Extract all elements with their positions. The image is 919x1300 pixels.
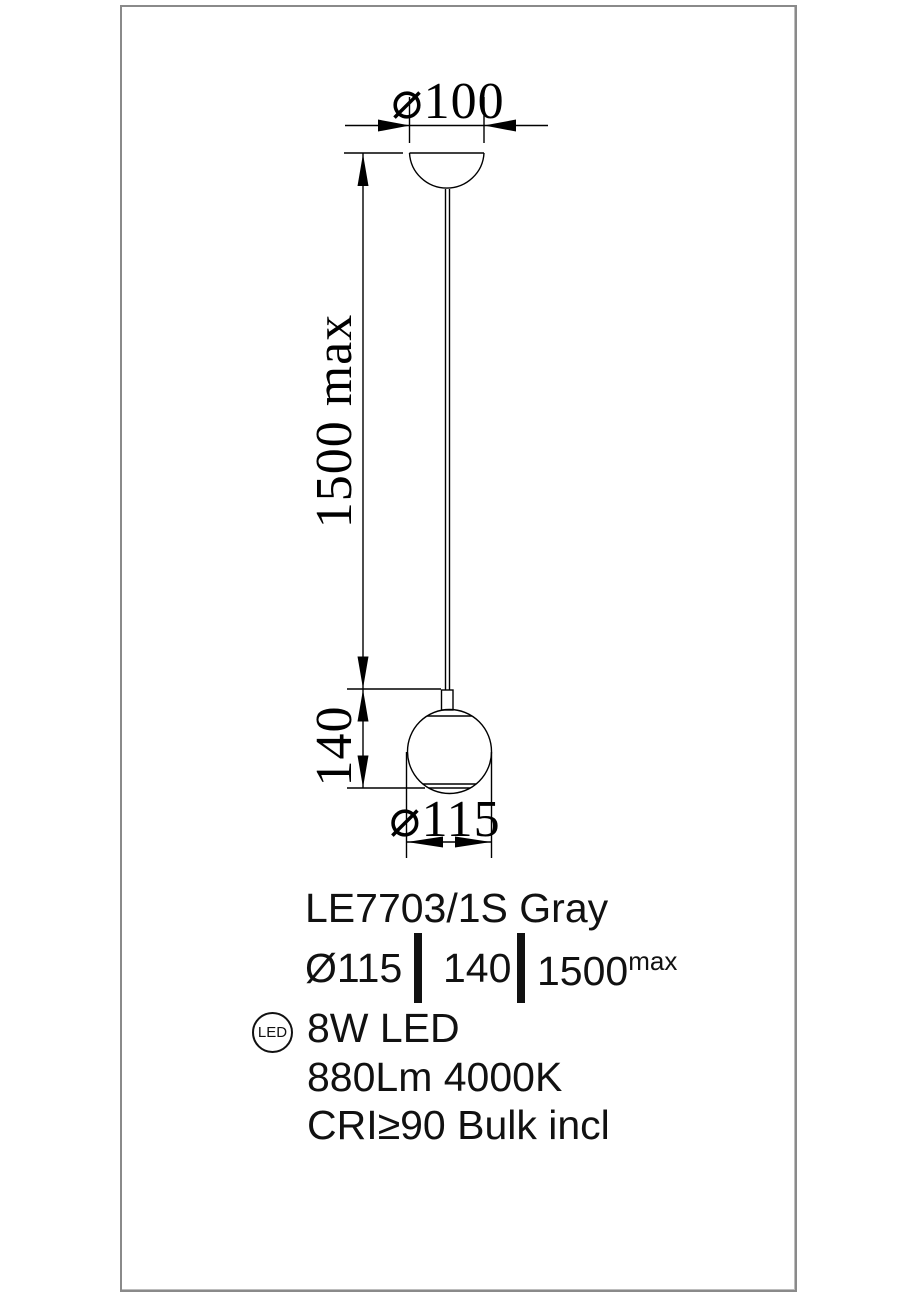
shade-height-label: 140 bbox=[306, 706, 363, 787]
spec-length: 1500max bbox=[537, 948, 677, 992]
suspension-cable bbox=[444, 189, 451, 690]
dimension-canopy-diameter bbox=[345, 97, 548, 143]
canopy-outline bbox=[408, 152, 485, 189]
drawing-frame-border bbox=[120, 5, 797, 1292]
dimension-suspension-length bbox=[344, 152, 403, 788]
glass-sphere bbox=[406, 708, 493, 795]
spec-separator-bar bbox=[414, 933, 422, 1003]
spec-diameter: Ø115 bbox=[305, 945, 403, 991]
product-light-output: 880Lm 4000K bbox=[307, 1054, 563, 1100]
spec-length-max-superscript: max bbox=[628, 946, 678, 976]
product-cri-info: CRI≥90 Bulk incl bbox=[307, 1102, 610, 1148]
led-badge-icon: LED bbox=[252, 1012, 293, 1053]
product-wattage: 8W LED bbox=[307, 1005, 460, 1051]
lamp-holder bbox=[440, 689, 454, 711]
spec-separator-bar bbox=[517, 933, 525, 1003]
spec-length-value: 1500 bbox=[537, 948, 629, 994]
dimension-shade-diameter bbox=[405, 752, 493, 858]
spec-height: 140 bbox=[443, 945, 512, 991]
shade-diameter-label: ⌀115 bbox=[389, 791, 500, 848]
product-model: LE7703/1S Gray bbox=[305, 885, 609, 931]
canopy-diameter-label: ⌀100 bbox=[391, 73, 504, 130]
suspension-length-label: 1500 max bbox=[306, 314, 363, 529]
dimension-shade-height bbox=[347, 688, 441, 789]
